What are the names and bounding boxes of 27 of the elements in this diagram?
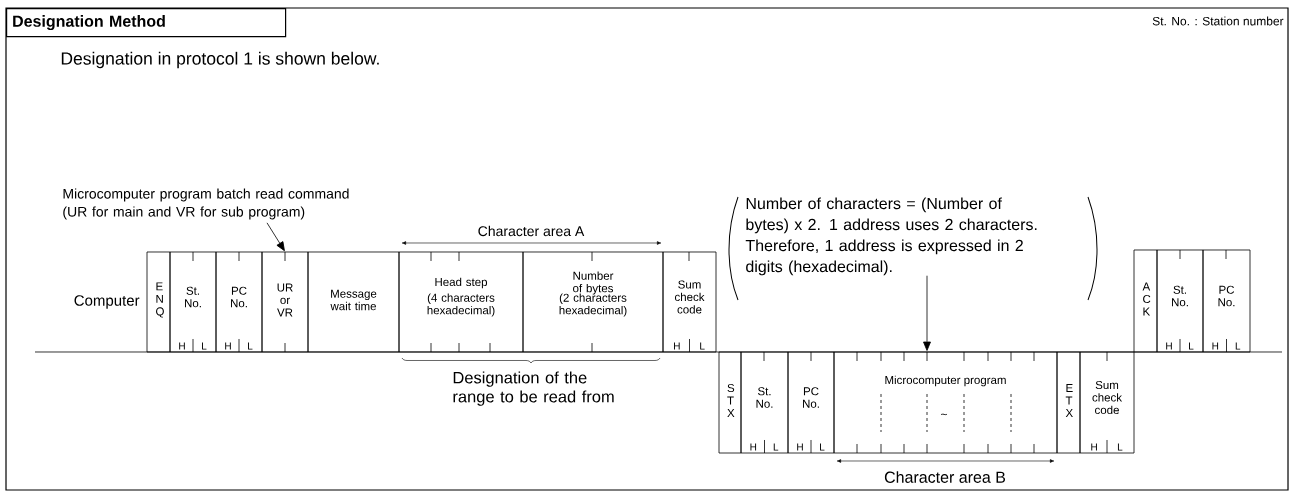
frame-cell: UR or VR	[261, 251, 309, 353]
frame-cell: STX	[718, 351, 742, 454]
dimension-label: Character area A	[478, 225, 585, 237]
frame-cell: St. No. H L	[1156, 249, 1204, 353]
frame-cell: Message wait time	[307, 251, 400, 353]
dimension-label: Character area B	[884, 471, 1006, 483]
frame-cell: ENQ	[146, 251, 171, 353]
callout-text: Microcomputer program batch read command (UR for main and VR for sub program)	[63, 188, 349, 220]
frame-cell: Number of bytes (2 characters hexadecimal)	[522, 251, 664, 353]
frame-cell: PC No. H L	[787, 351, 835, 454]
row-label: Computer	[74, 295, 140, 309]
frame-cell: PC No. H L	[215, 251, 263, 353]
frame-cell: Sum check code H L	[662, 251, 717, 353]
frame-cell: Sum check code H L	[1079, 351, 1135, 454]
note-text: Number of characters = (Number of bytes) x 2. 1 address uses 2 characters. Therefore, 1 address is expressed in 2 digits (hexadecimal).	[745, 197, 1037, 276]
frame-cell: Head step (4 characters hexadecimal)	[398, 251, 524, 353]
frame-cell: Microcomputer program ~	[833, 351, 1058, 454]
brace-label: Designation of the range to be read from	[453, 371, 614, 406]
frame-cell: ACK	[1133, 249, 1158, 353]
frame-cell: ETX	[1056, 351, 1081, 454]
leader-line	[266, 222, 285, 252]
frame-cell: St. No. H L	[740, 351, 789, 454]
legend-note: St. No. : Station number	[1152, 16, 1284, 26]
leader-line	[923, 275, 931, 351]
title-box: Designation Method	[6, 8, 287, 38]
frame-cell: St. No. H L	[169, 251, 217, 353]
frame-cell: PC No. H L	[1202, 249, 1251, 353]
